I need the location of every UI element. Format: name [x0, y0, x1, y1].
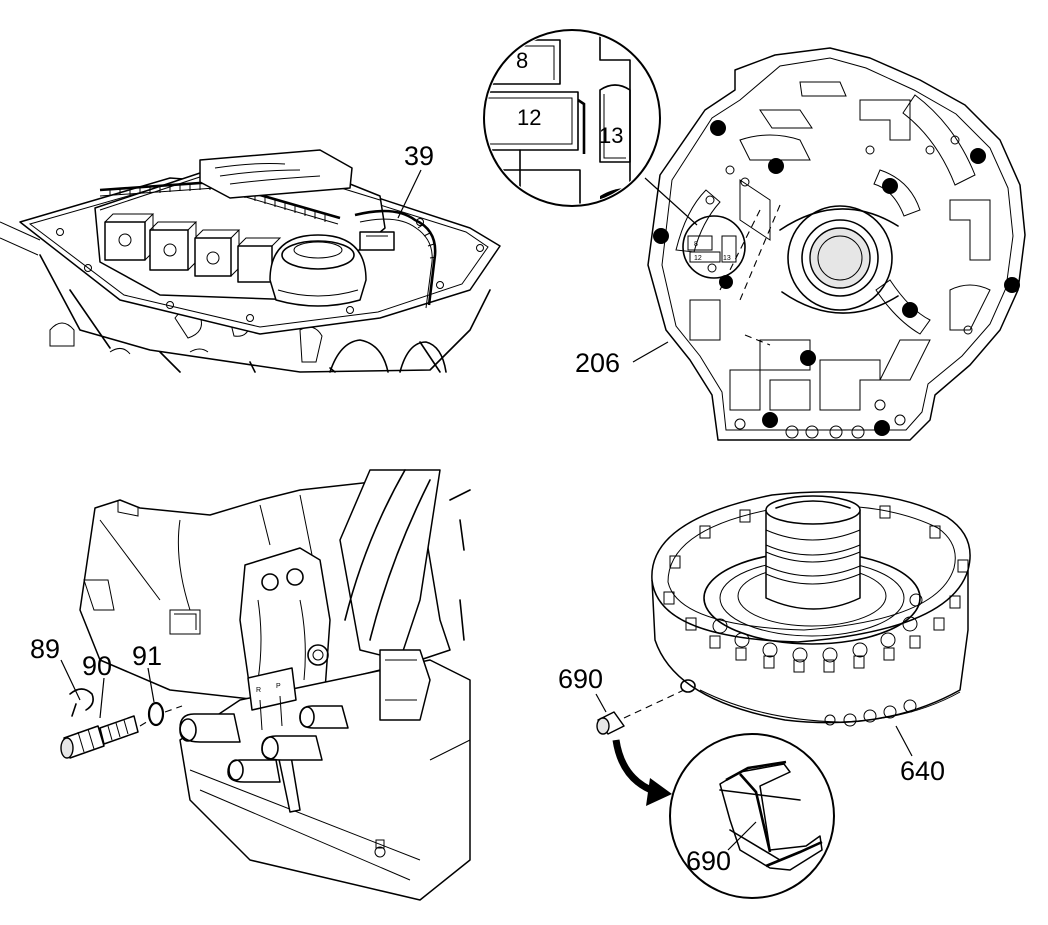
part-90-fitting [60, 715, 139, 759]
leader-91 [147, 667, 155, 703]
manual-shaft-switch: R P [247, 667, 297, 731]
leader-206 [632, 341, 669, 363]
callout-90: 90 [82, 651, 112, 681]
svg-text:8: 8 [694, 241, 698, 248]
svg-text:12: 12 [694, 255, 702, 262]
magnifier-connector-line [644, 177, 698, 226]
leader-640 [895, 725, 913, 757]
assembly-axis-line [139, 705, 183, 727]
inset-label-8: 8 [516, 48, 528, 73]
callout-690-inset: 690 [686, 846, 731, 876]
valve-plate-illustration: 8 12 13 [647, 47, 1026, 441]
plate-target-area: 8 12 13 [682, 215, 746, 279]
leader-690-top [595, 693, 607, 713]
plate-passages [675, 81, 991, 411]
callout-206: 206 [575, 348, 620, 378]
pump-assembly-illustration [651, 491, 971, 727]
stator-shaft [765, 495, 861, 610]
pump-rim-notches [663, 505, 969, 673]
callout-640: 640 [900, 756, 945, 786]
bushing-detail-inset [669, 733, 835, 899]
part-89-clip [69, 688, 94, 717]
leader-90 [99, 677, 105, 719]
part-91-o-ring [147, 701, 165, 727]
inset-label-13: 13 [599, 123, 623, 148]
transmission-side-illustration: R P [79, 469, 471, 901]
bushing-install-line [623, 689, 685, 719]
valve-body-illustration [0, 149, 501, 373]
accumulator-dome [269, 234, 367, 307]
plate-hub [779, 205, 899, 314]
magnifier-inset-top: 8 12 13 [483, 29, 661, 207]
plate-bottom-holes [734, 414, 906, 439]
leader-89 [60, 659, 81, 701]
switch-mark-p: P [276, 683, 281, 690]
callout-89: 89 [30, 634, 60, 664]
inset-label-12: 12 [517, 105, 541, 130]
leader-39 [397, 169, 422, 219]
part-690-bushing [596, 711, 625, 735]
callout-39: 39 [404, 141, 434, 171]
plate-bolt-dots [653, 120, 1020, 436]
switch-mark-r: R [256, 687, 261, 694]
leader-690-inset [727, 821, 757, 851]
curved-arrow-icon [612, 739, 672, 806]
callout-91: 91 [132, 641, 162, 671]
callout-690-top: 690 [558, 664, 603, 694]
svg-text:13: 13 [723, 255, 731, 262]
solenoid-blocks [104, 213, 282, 283]
